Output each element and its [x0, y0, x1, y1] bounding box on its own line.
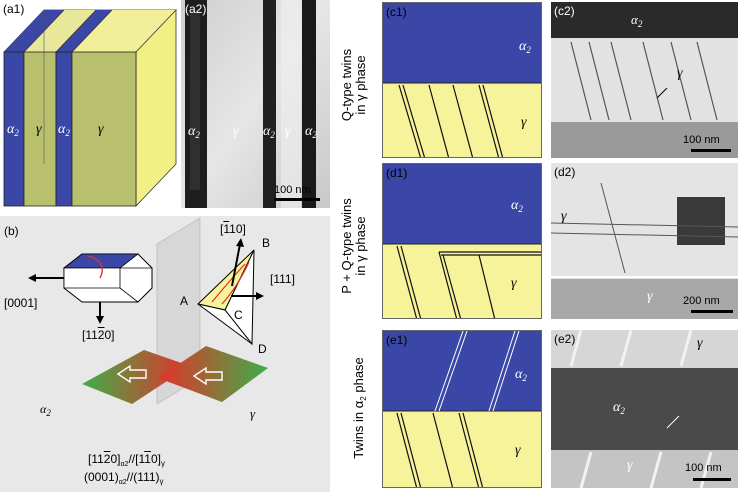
gamma-label: γ	[285, 124, 291, 139]
scale-bar	[274, 198, 320, 201]
gamma-label: γ	[515, 443, 521, 458]
gamma-label: γ	[697, 336, 703, 351]
alpha2-label: α2	[519, 39, 531, 55]
scale-bar	[691, 310, 733, 313]
panel-label-e1: (e1)	[386, 333, 408, 347]
panel-a1: (a1) α2 γ α2 γ	[0, 0, 180, 208]
panel-label-d1: (d1)	[386, 166, 408, 180]
vertex-label-d: D	[258, 342, 267, 356]
panel-d2: (d2) γ γ 200 nm	[551, 163, 738, 319]
vertex-label-b: B	[262, 236, 271, 250]
twin-schematic-e1	[383, 331, 541, 487]
alpha2-label: α2	[58, 122, 70, 138]
scale-bar-label: 100 nm	[685, 462, 722, 474]
panel-label-b: (b)	[4, 224, 19, 238]
scale-bar-label: 100 nm	[274, 184, 311, 196]
alpha2-label: α2	[7, 122, 19, 138]
gamma-label: γ	[561, 209, 567, 224]
gamma-label: γ	[36, 122, 42, 137]
gamma-label: γ	[511, 276, 517, 291]
panel-label-a2: (a2)	[185, 2, 207, 16]
panel-label-c2: (c2)	[554, 4, 575, 18]
scale-bar-label: 100 nm	[683, 134, 720, 146]
alpha2-label: α2	[631, 12, 643, 29]
gamma-label: γ	[250, 406, 256, 421]
orientation-relation-1: [1120]α2//[110]γ	[88, 452, 165, 468]
alpha2-label: α2	[515, 367, 527, 383]
orientation-schematic	[28, 217, 268, 405]
twin-schematic-c1	[383, 3, 541, 157]
vertex-label-a: A	[180, 294, 189, 308]
orientation-relation-2: (0001)α2//(111)γ	[84, 470, 164, 486]
panel-e1: (e1) α2 γ	[382, 330, 542, 488]
panel-label-d2: (d2)	[554, 165, 576, 179]
panel-label-c1: (c1)	[386, 5, 407, 19]
alpha2-label: α2	[263, 124, 275, 140]
alpha2-label: α2	[188, 124, 200, 140]
scale-bar	[691, 149, 731, 152]
panel-e2: (e2) γ α2 γ 100 nm	[551, 330, 738, 488]
gamma-label: γ	[233, 124, 239, 139]
panel-label-a1: (a1)	[3, 2, 25, 16]
panel-d1: (d1) α2 γ	[382, 163, 542, 319]
direction-label-111: [111]	[270, 272, 295, 286]
panel-a2: (a2) α2 γ α2 γ α2 100 nm	[181, 0, 330, 208]
direction-label-0001: [0001]	[4, 296, 38, 310]
direction-label-1-10: [110]	[220, 222, 246, 236]
lamellar-block-illustration	[3, 9, 177, 207]
scale-bar-label: 200 nm	[683, 295, 720, 307]
tem-micrograph-c2	[551, 2, 738, 158]
row-label-alpha2-twins: Twins in α2 phase	[351, 357, 368, 459]
alpha2-label: α2	[613, 400, 625, 416]
panel-c2: (c2) α2 γ 100 nm	[551, 2, 738, 158]
gamma-label: γ	[677, 66, 683, 81]
scale-bar	[693, 478, 731, 481]
alpha2-label: α2	[511, 198, 523, 214]
panel-c1: (c1) α2 γ	[382, 2, 542, 158]
tem-micrograph-a2	[181, 0, 330, 208]
alpha2-label: α2	[40, 402, 51, 418]
panel-label-e2: (e2)	[554, 332, 576, 346]
tem-micrograph-d2	[551, 163, 738, 319]
vertex-label-c: C	[234, 308, 243, 322]
gamma-label: γ	[627, 458, 633, 473]
panel-b: (b) [0001] [1120] [110] [111] A B C D α2…	[0, 216, 330, 492]
direction-label-11-20: [1120]	[82, 328, 115, 342]
gamma-label: γ	[521, 115, 527, 130]
alpha2-label: α2	[305, 124, 317, 140]
gamma-label: γ	[98, 122, 104, 137]
gamma-label: γ	[647, 289, 653, 304]
tem-micrograph-e2	[551, 330, 738, 488]
twin-schematic-d1	[383, 164, 541, 318]
